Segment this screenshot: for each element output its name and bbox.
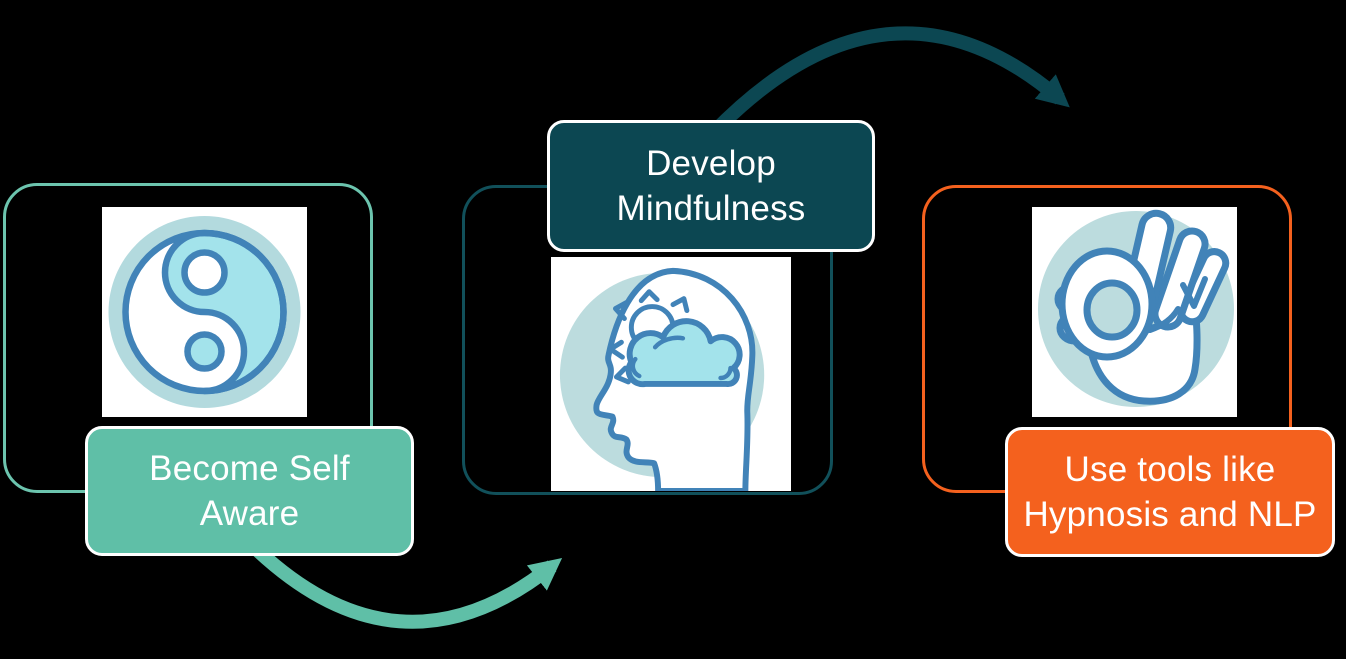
yin-yang-icon bbox=[108, 216, 301, 408]
step-label-line: Aware bbox=[199, 494, 300, 533]
icon-tile-self-aware bbox=[102, 207, 307, 417]
mindful-head-icon bbox=[559, 267, 765, 491]
step-label-line: Develop bbox=[646, 144, 776, 183]
step-label-become-self-aware: Become Self Aware bbox=[85, 426, 414, 556]
icon-tile-tools bbox=[1032, 207, 1237, 417]
arrow-mindfulness-to-tools bbox=[706, 26, 1070, 139]
ok-hand-icon bbox=[1038, 209, 1234, 407]
step-label-develop-mindfulness: Develop Mindfulness bbox=[547, 120, 875, 252]
step-label-line: Mindfulness bbox=[616, 189, 806, 228]
arrow-self-aware-to-mindfulness bbox=[245, 537, 563, 629]
icon-tile-mindfulness bbox=[551, 257, 791, 491]
step-label-line: Become Self bbox=[149, 449, 350, 488]
step-label-line: Use tools like bbox=[1064, 450, 1276, 489]
step-label-use-tools: Use tools like Hypnosis and NLP bbox=[1005, 427, 1335, 557]
step-label-line: Hypnosis and NLP bbox=[1023, 495, 1317, 534]
